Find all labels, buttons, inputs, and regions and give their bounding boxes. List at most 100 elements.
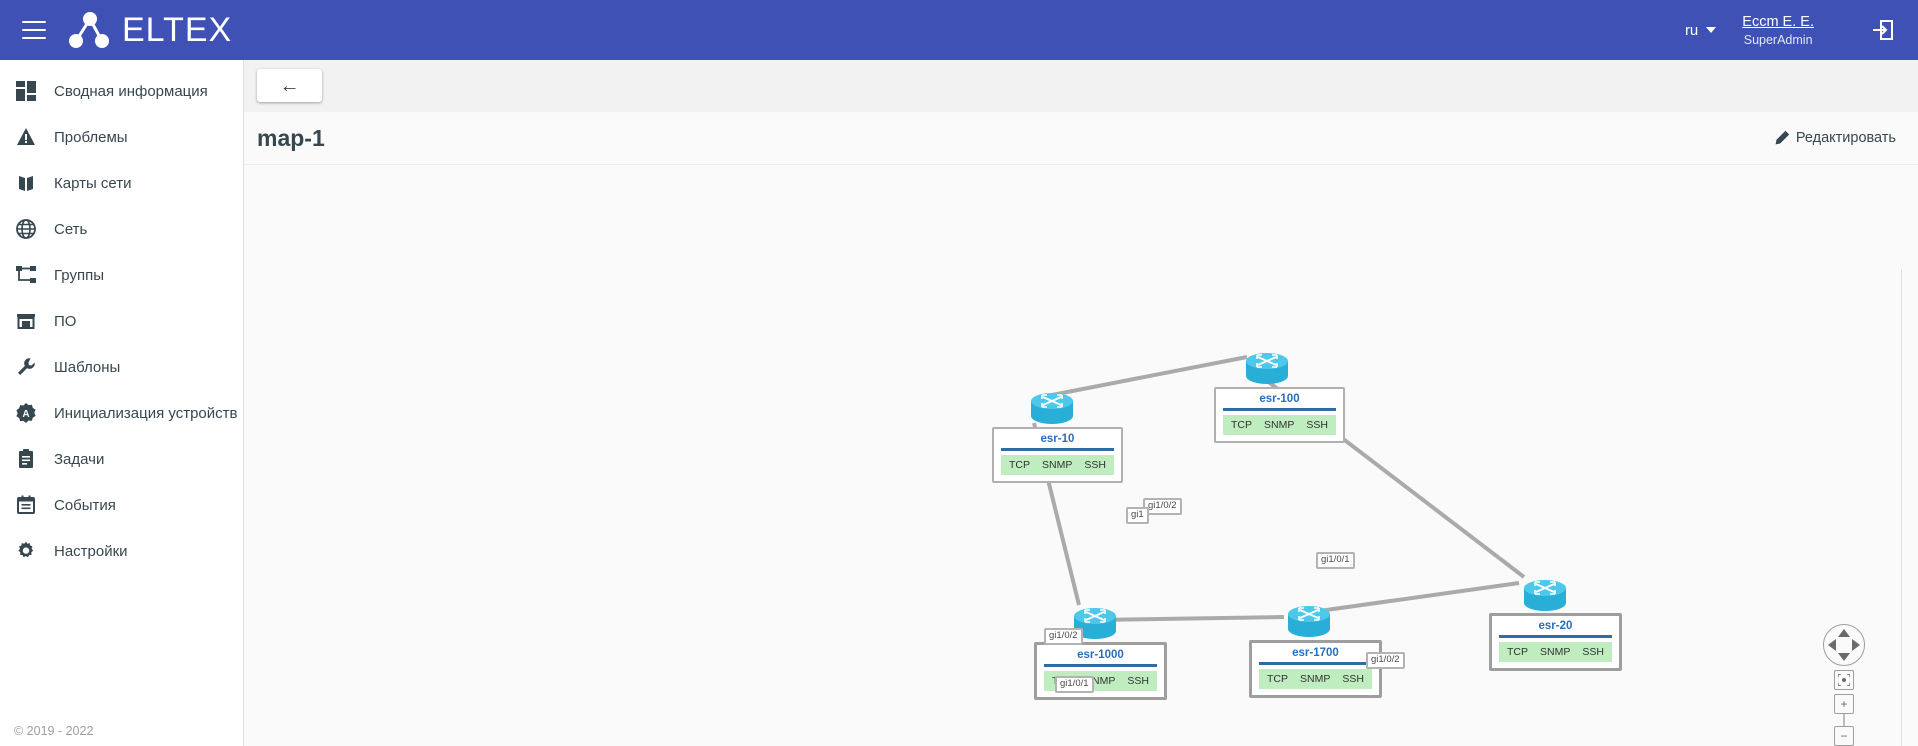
service-badge: TCP [1507, 646, 1528, 658]
sidebar-item-network-maps[interactable]: Карты сети [0, 160, 243, 206]
service-badge: SSH [1342, 673, 1364, 685]
pan-up-arrow-icon[interactable] [1838, 629, 1850, 637]
brand-name: ELTEX [122, 11, 233, 49]
fit-to-screen-icon[interactable] [1834, 670, 1854, 690]
sidebar-item-network[interactable]: Сеть [0, 206, 243, 252]
sidebar-item-label: Задачи [54, 450, 105, 468]
sidebar-item-problems[interactable]: Проблемы [0, 114, 243, 160]
node-divider [1259, 662, 1372, 665]
topology-link[interactable] [1051, 355, 1248, 397]
sidebar-nav: Сводная информация Проблемы Карты сети С… [0, 60, 244, 746]
node-name-label: esr-1000 [1077, 649, 1124, 661]
eltex-mark-icon [69, 12, 109, 48]
sidebar-item-tasks[interactable]: Задачи [0, 436, 243, 482]
router-icon[interactable] [1522, 577, 1568, 613]
router-icon[interactable] [1029, 390, 1075, 426]
zoom-slider-rail[interactable] [1843, 714, 1845, 726]
sidebar-item-software[interactable]: ПО [0, 298, 243, 344]
hamburger-icon[interactable] [22, 21, 46, 39]
topology-link[interactable] [1095, 615, 1285, 622]
router-icon[interactable] [1286, 603, 1332, 639]
pencil-icon [1775, 130, 1790, 145]
sidebar-item-label: Инициализация устройств [54, 404, 238, 422]
edit-label: Редактировать [1795, 130, 1896, 146]
sidebar-item-settings[interactable]: Настройки [0, 528, 243, 574]
zoom-control: + − [1834, 694, 1854, 746]
node-divider [1499, 635, 1612, 638]
chevron-down-icon [1706, 27, 1717, 33]
sidebar-item-events[interactable]: События [0, 482, 243, 528]
service-badge: TCP [1231, 419, 1252, 431]
map-navigation-control: + − [1816, 624, 1872, 746]
toolbar-strip: ← [244, 60, 1918, 112]
node-services-row: TCP SNMP SSH [1259, 669, 1372, 689]
sidebar-item-templates[interactable]: Шаблоны [0, 344, 243, 390]
sidebar-item-label: Настройки [54, 542, 128, 560]
sidebar-item-label: Карты сети [54, 174, 132, 192]
zoom-out-button[interactable]: − [1834, 726, 1854, 746]
edit-button[interactable]: Редактировать [1774, 130, 1896, 146]
sidebar-item-label: Проблемы [54, 128, 128, 146]
node-name-label: esr-20 [1538, 620, 1573, 632]
logout-icon[interactable] [1870, 18, 1894, 42]
clipboard-icon [14, 447, 38, 471]
zoom-in-button[interactable]: + [1834, 694, 1854, 714]
node-divider [1001, 448, 1114, 451]
service-badge: TCP [1267, 673, 1288, 685]
svg-text:A: A [22, 409, 29, 420]
pan-right-arrow-icon[interactable] [1852, 639, 1860, 651]
topology-link[interactable] [1311, 581, 1520, 614]
user-role-label: SuperAdmin [1743, 32, 1813, 47]
dashboard-icon [14, 79, 38, 103]
service-badge: SNMP [1042, 459, 1073, 471]
router-icon[interactable] [1072, 605, 1118, 641]
node-services-row: TCP SNMP SSH [1001, 455, 1114, 475]
service-badge: SNMP [1300, 673, 1331, 685]
pan-down-arrow-icon[interactable] [1838, 653, 1850, 661]
sidebar-item-label: Сводная информация [54, 82, 208, 100]
sidebar-item-device-init[interactable]: A Инициализация устройств [0, 390, 243, 436]
user-block: Eccm E. E. SuperAdmin [1742, 14, 1814, 47]
interface-label[interactable]: gi1/0/2 [1366, 652, 1405, 669]
sidebar-item-label: Группы [54, 266, 104, 284]
router-icon[interactable] [1244, 350, 1290, 386]
node-name-label: esr-10 [1040, 433, 1075, 445]
sidebar-item-groups[interactable]: Группы [0, 252, 243, 298]
service-badge: SSH [1306, 419, 1328, 431]
gear-icon [14, 539, 38, 563]
interface-label[interactable]: gi1/0/2 [1044, 628, 1083, 645]
copyright-label: © 2019 - 2022 [14, 724, 94, 738]
service-badge: SSH [1084, 459, 1106, 471]
user-name-link[interactable]: Eccm E. E. [1742, 13, 1814, 30]
service-badge: TCP [1009, 459, 1030, 471]
service-badge: SNMP [1540, 646, 1571, 658]
interface-label[interactable]: gi1/0/2 [1143, 498, 1182, 515]
interface-label[interactable]: gi1/0/1 [1055, 676, 1094, 693]
sidebar-item-label: Шаблоны [54, 358, 121, 376]
node-name-label: esr-1700 [1292, 647, 1339, 659]
page-header: map-1 Редактировать [244, 112, 1918, 164]
top-app-bar: ELTEX ru Eccm E. E. SuperAdmin [0, 0, 1918, 60]
calendar-icon [14, 493, 38, 517]
language-selector[interactable]: ru [1684, 21, 1717, 39]
node-card[interactable]: esr-1000TCPSNMPSSH [1034, 642, 1167, 700]
language-value: ru [1684, 21, 1699, 39]
back-button[interactable]: ← [257, 69, 322, 102]
brand-logo[interactable]: ELTEX [68, 10, 232, 50]
page-title: map-1 [257, 124, 325, 151]
topbar-right-group: ru Eccm E. E. SuperAdmin [1685, 0, 1918, 60]
pan-left-arrow-icon[interactable] [1828, 639, 1836, 651]
interface-label[interactable]: gi1/0/1 [1316, 552, 1355, 569]
sidebar-item-summary[interactable]: Сводная информация [0, 68, 243, 114]
interface-label[interactable]: gi1 [1126, 507, 1149, 524]
sidebar-item-label: ПО [54, 312, 77, 330]
pan-pad-icon[interactable] [1823, 624, 1865, 666]
